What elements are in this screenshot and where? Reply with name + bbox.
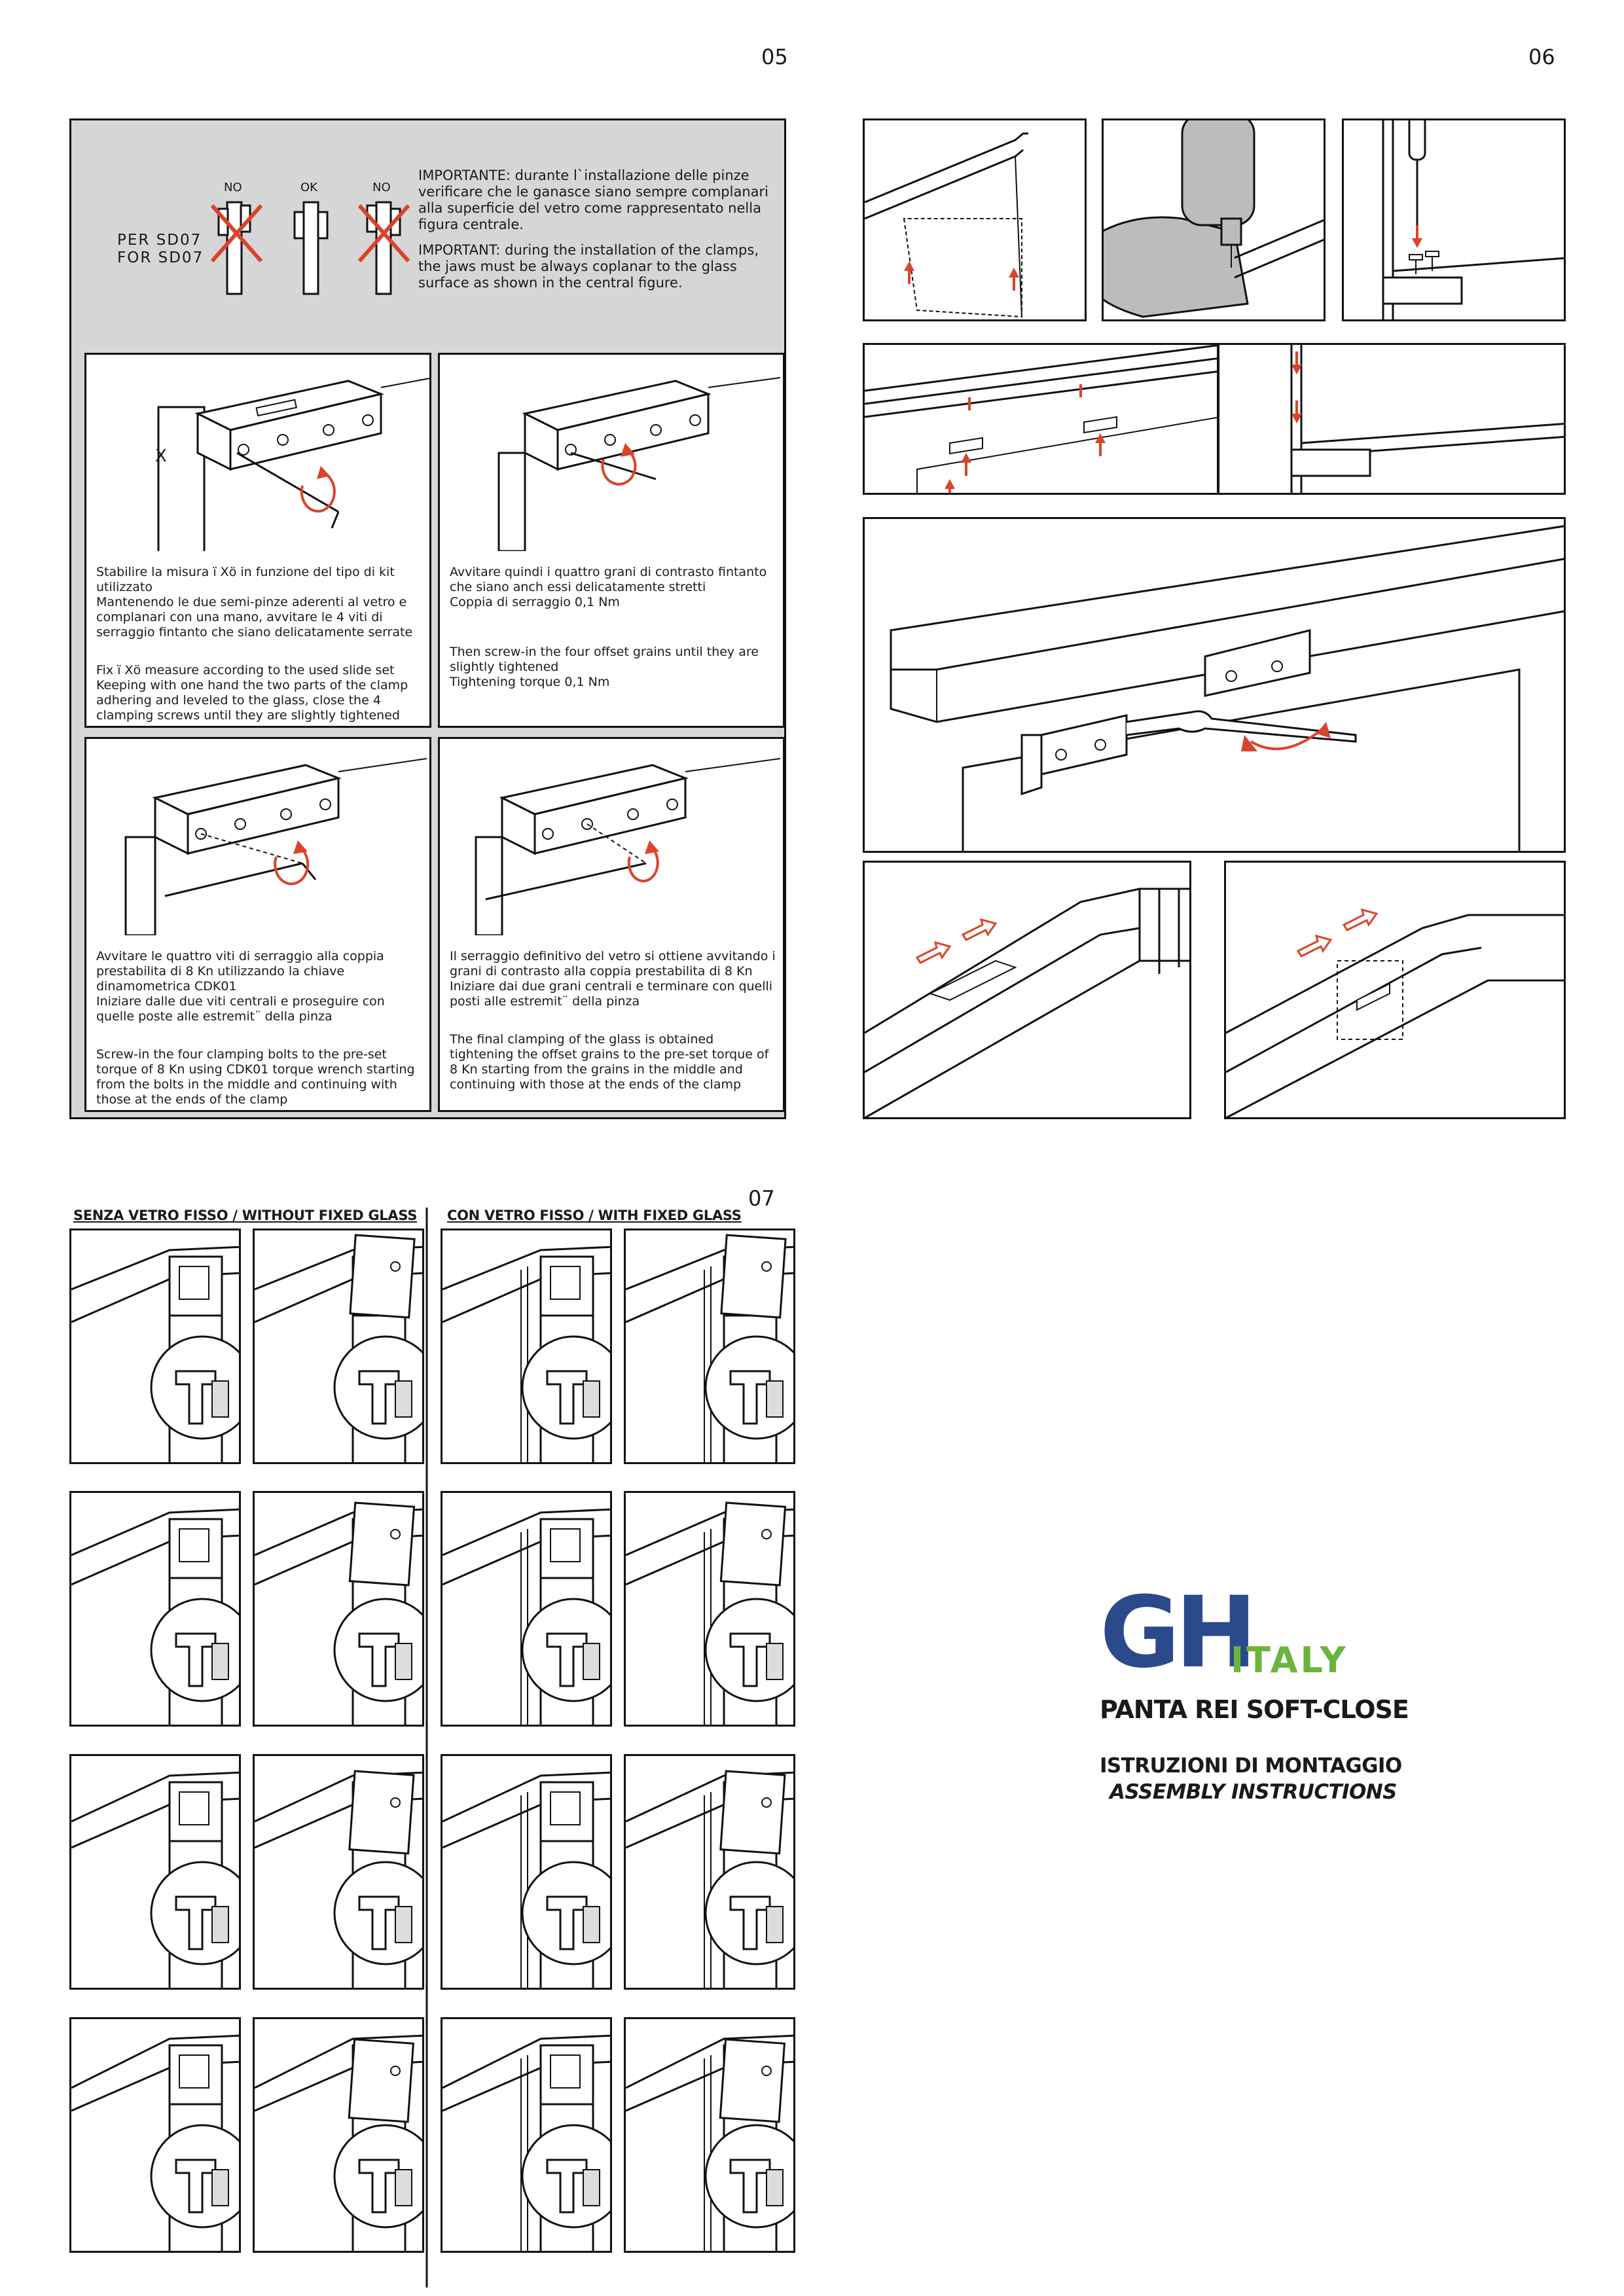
p06-fig-6 (863, 517, 1566, 853)
model-label-it: PER SD07 (117, 232, 202, 249)
p07-fig-r2-c3 (441, 1491, 612, 1727)
important-text: IMPORTANTE: durante l`installazione dell… (418, 168, 772, 291)
p07-fig-r1-c4 (624, 1229, 795, 1464)
label-ok: OK (300, 181, 317, 194)
p06-fig-5 (1218, 343, 1566, 495)
step-1-box: X Stabilire la misura ï Xö in funzione d… (84, 353, 431, 728)
p07-fig-r3-c2 (253, 1754, 424, 1990)
step-2-illustration (497, 377, 781, 551)
p07-fig-r3-c1 (69, 1754, 241, 1990)
page-number-06: 06 (1528, 45, 1555, 69)
page-number-07: 07 (748, 1186, 775, 1211)
p07-fig-r2-c1 (69, 1491, 241, 1727)
p07-fig-r1-c2 (253, 1229, 424, 1464)
p07-fig-r4-c4 (624, 2017, 795, 2253)
step-1-en: Fix ï Xö measure according to the used s… (96, 663, 408, 723)
step-4-en: The final clamping of the glass is obtai… (450, 1032, 769, 1092)
step-3-it: Avvitare le quattro viti di serraggio al… (96, 949, 385, 1024)
step-4-it: Il serraggio definitivo del vetro si ott… (450, 949, 776, 1009)
step-1-it: Stabilire la misura ï Xö in funzione del… (96, 565, 413, 639)
important-it: IMPORTANTE: durante l`installazione dell… (418, 168, 768, 232)
p07-fig-r4-c1 (69, 2017, 241, 2253)
step-2-it: Avvitare quindi i quattro grani di contr… (450, 565, 767, 609)
important-en: IMPORTANT: during the installation of th… (418, 242, 759, 291)
step-3-text: Avvitare le quattro viti di serraggio al… (96, 934, 424, 1110)
step-2-text: Avvitare quindi i quattro grani di contr… (450, 550, 777, 713)
p06-fig-2 (1102, 118, 1326, 321)
step-3-illustration (124, 758, 427, 935)
p07-fig-r1-c1 (69, 1229, 241, 1464)
p06-fig-1 (863, 118, 1087, 321)
step-1-text: Stabilire la misura ï Xö in funzione del… (96, 550, 424, 726)
p07-fig-r1-c3 (441, 1229, 612, 1464)
page-05-panel: PER SD07 FOR SD07 NO OK NO IMPORTANTE: d… (69, 118, 786, 1119)
model-label-en: FOR SD07 (117, 249, 204, 266)
p07-fig-r3-c3 (441, 1754, 612, 1990)
page-number-05: 05 (761, 45, 788, 69)
instructions-it: ISTRUZIONI DI MONTAGGIO (1100, 1754, 1402, 1778)
step-4-box: Il serraggio definitivo del vetro si ott… (438, 737, 784, 1112)
p07-fig-r4-c3 (441, 2017, 612, 2253)
column-divider (425, 1208, 428, 2287)
step-4-illustration (475, 758, 781, 935)
italy-logo: ITALY (1231, 1640, 1348, 1681)
p06-fig-7 (863, 861, 1191, 1119)
p07-fig-r2-c2 (253, 1491, 424, 1727)
p06-fig-4 (863, 343, 1219, 495)
step-3-en: Screw-in the four clamping bolts to the … (96, 1047, 415, 1107)
clamp-coplanar-diagram (210, 201, 410, 295)
label-no-left: NO (224, 181, 242, 194)
step-4-text: Il serraggio definitivo del vetro si ott… (450, 934, 777, 1110)
step-1-illustration (157, 378, 429, 551)
p07-fig-r4-c2 (253, 2017, 424, 2253)
step-2-en: Then screw-in the four offset grains unt… (450, 645, 759, 689)
step-3-box: Avvitare le quattro viti di serraggio al… (84, 737, 431, 1112)
step-2-box: Avvitare quindi i quattro grani di contr… (438, 353, 784, 728)
gh-logo: GH (1100, 1576, 1257, 1690)
p06-fig-3 (1342, 118, 1566, 321)
left-column-header: SENZA VETRO FISSO / WITHOUT FIXED GLASS (73, 1208, 418, 1223)
instructions-en: ASSEMBLY INSTRUCTIONS (1110, 1780, 1397, 1804)
x-dimension-label: X (155, 446, 167, 466)
right-column-header: CON VETRO FISSO / WITH FIXED GLASS (447, 1208, 742, 1223)
p06-fig-8 (1224, 861, 1566, 1119)
model-label: PER SD07 FOR SD07 (117, 232, 204, 267)
label-no-right: NO (372, 181, 391, 194)
p07-fig-r3-c4 (624, 1754, 795, 1990)
p07-fig-r2-c4 (624, 1491, 795, 1727)
product-title: PANTA REI SOFT-CLOSE (1100, 1695, 1409, 1724)
